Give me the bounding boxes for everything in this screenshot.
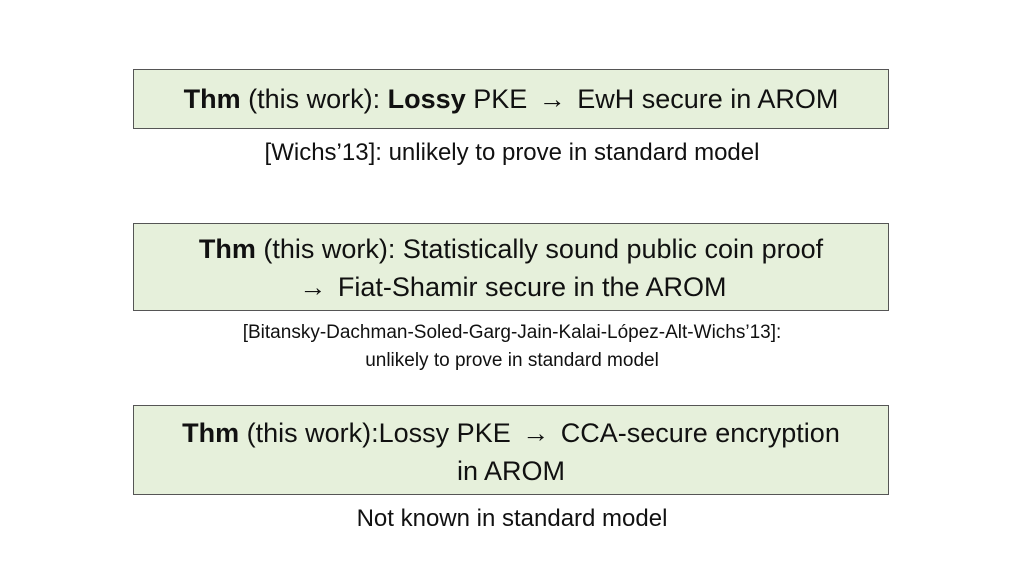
theorem-text: EwH secure in AROM (569, 84, 839, 114)
theorem-note-1: [Wichs’13]: unlikely to prove in standar… (264, 139, 760, 166)
thm-label: Thm (198, 234, 256, 264)
theorem-note-2-line-2: unlikely to prove in standard model (365, 350, 659, 371)
theorem-note-3: Not known in standard model (356, 505, 668, 532)
theorem-text: PKE (465, 84, 535, 114)
theorem-text: (this work):Lossy PKE (239, 418, 519, 448)
arrow-right-icon: → (538, 84, 566, 114)
lossy-label: Lossy (387, 84, 466, 114)
theorem-note-2-line-1: [Bitansky-Dachman-Soled-Garg-Jain-Kalai-… (242, 322, 782, 343)
theorem-box-3: Thm (this work):Lossy PKE → CCA-secure e… (133, 405, 889, 495)
thm-label: Thm (183, 84, 241, 114)
arrow-right-icon: → (522, 418, 550, 448)
theorem-text: Fiat-Shamir secure in the AROM (330, 272, 727, 302)
theorem-box-2: Thm (this work): Statistically sound pub… (133, 223, 889, 311)
theorem-box-1: Thm (this work): Lossy PKE → EwH secure … (133, 69, 889, 129)
theorem-line-1: Thm (this work): Statistically sound pub… (134, 230, 888, 268)
arrow-right-icon: → (299, 272, 327, 302)
theorem-line-2: → Fiat-Shamir secure in the AROM (134, 268, 888, 306)
theorem-line-2: in AROM (456, 456, 566, 486)
theorem-line-1: Thm (this work):Lossy PKE → CCA-secure e… (134, 414, 888, 452)
theorem-text: CCA-secure encryption (553, 418, 840, 448)
theorem-text: (this work): Statistically sound public … (255, 234, 824, 264)
thm-label: Thm (182, 418, 240, 448)
theorem-text: (this work): (240, 84, 388, 114)
